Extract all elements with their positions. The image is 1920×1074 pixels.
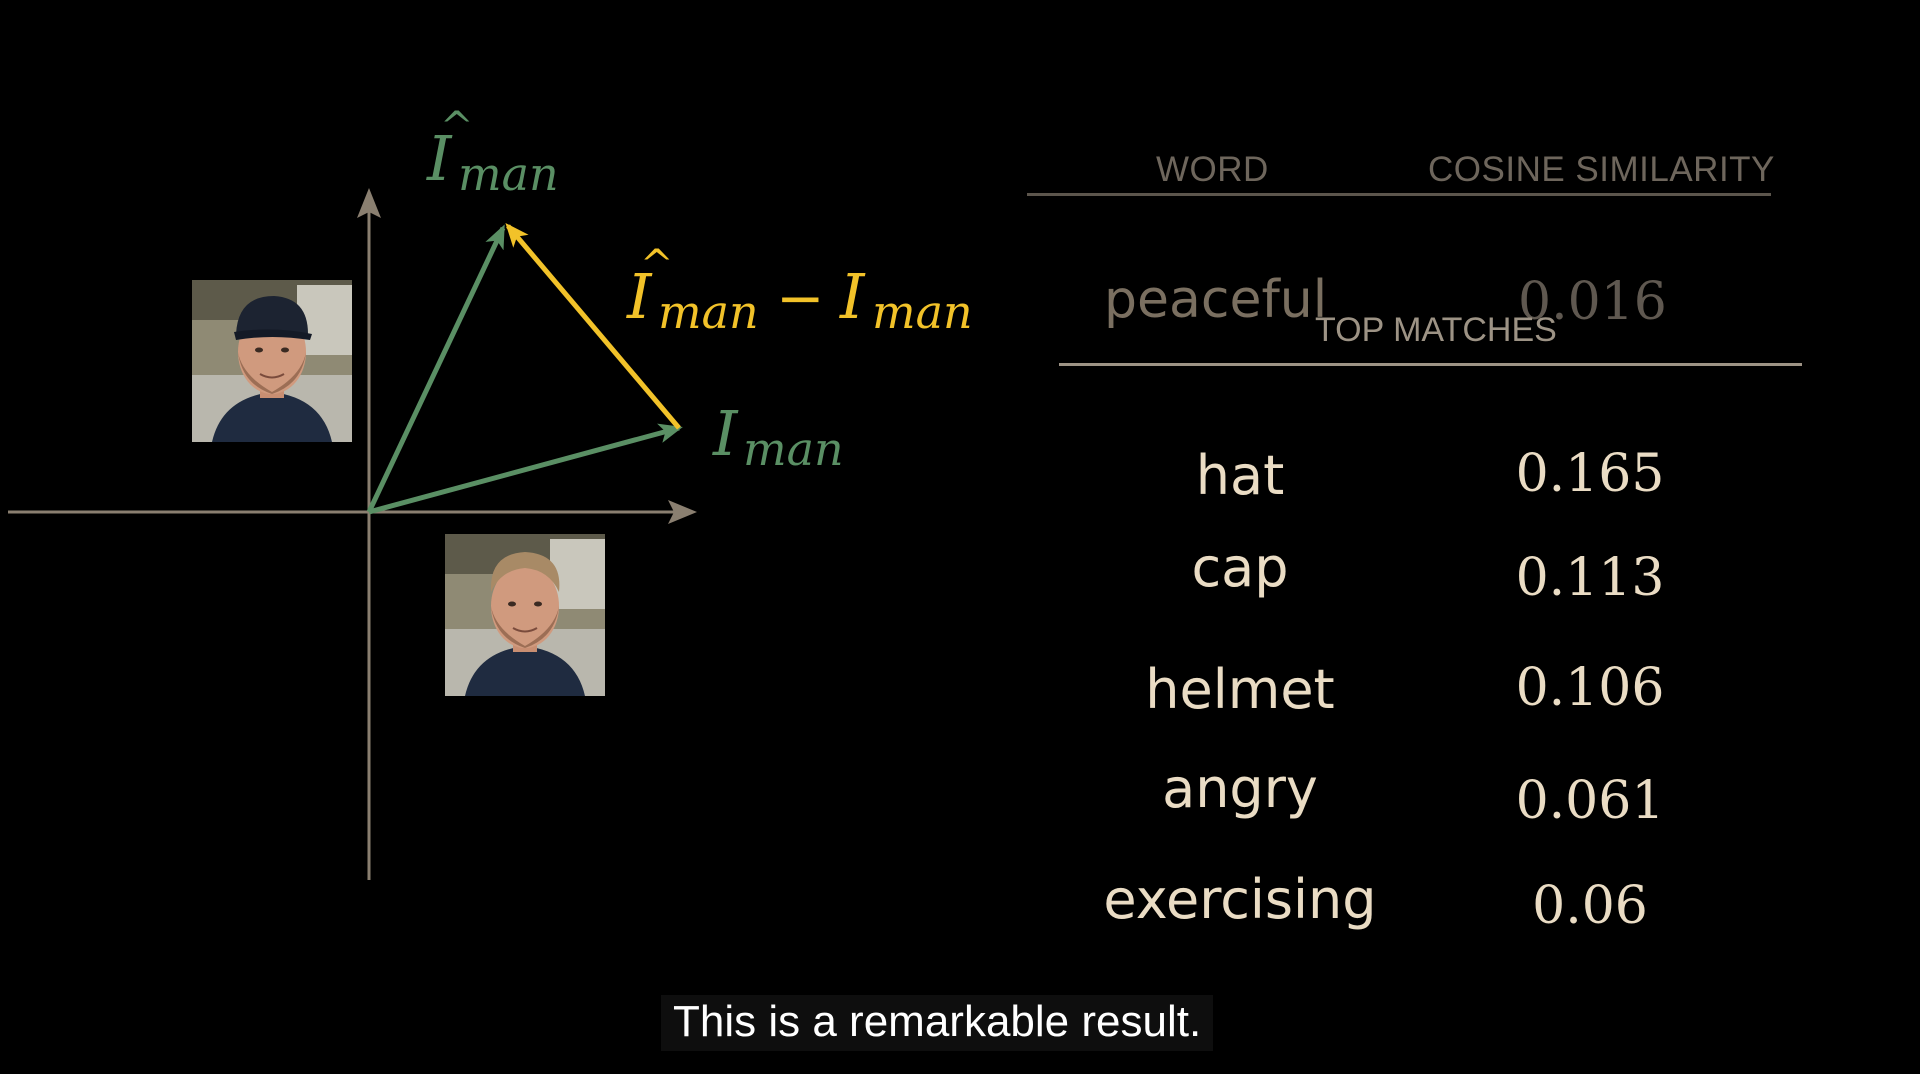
svg-text:man: man: [658, 285, 759, 339]
row-word: helmet: [1145, 658, 1335, 721]
header-cosine-similarity: COSINE SIMILARITY: [1428, 150, 1775, 189]
header-word: WORD: [1156, 150, 1269, 189]
svg-text:man: man: [872, 285, 973, 339]
ghost-header-rule: [1027, 193, 1771, 196]
svg-text:I: I: [839, 260, 866, 333]
top-matches-title: TOP MATCHES: [1315, 311, 1557, 349]
row-value: 0.106: [1515, 658, 1665, 718]
photo-man-without-cap: [445, 534, 605, 696]
svg-text:I: I: [626, 260, 653, 333]
row-word: angry: [1162, 757, 1318, 820]
row-word: exercising: [1103, 868, 1377, 931]
table-row: hat 0.165: [1080, 444, 1800, 524]
y-axis-arrow: [357, 188, 381, 218]
svg-text:man: man: [458, 147, 559, 201]
row-word: cap: [1191, 536, 1289, 599]
svg-text:I: I: [426, 122, 453, 195]
top-matches-rule: [1059, 363, 1802, 366]
x-axis-arrow: [668, 500, 697, 524]
i-man-label: I man: [712, 397, 844, 476]
i-hat-man-label: I ^ man: [426, 104, 559, 201]
table-row: angry 0.061: [1080, 757, 1800, 837]
photo-man-with-cap: [192, 280, 352, 442]
row-value: 0.06: [1532, 876, 1648, 936]
difference-label: I ^ man − I man: [626, 242, 973, 339]
svg-text:^: ^: [640, 242, 674, 288]
svg-text:I: I: [712, 397, 739, 470]
svg-text:^: ^: [440, 104, 474, 150]
svg-text:−: −: [776, 264, 825, 332]
row-value: 0.113: [1515, 548, 1665, 608]
subtitle-caption: This is a remarkable result.: [661, 995, 1214, 1051]
svg-text:man: man: [743, 422, 844, 476]
row-value: 0.061: [1515, 771, 1665, 831]
table-row: exercising 0.06: [1080, 868, 1800, 948]
row-word: hat: [1195, 444, 1285, 507]
ghost-word-peaceful: peaceful: [1104, 270, 1328, 330]
difference-vector: [505, 222, 681, 430]
row-value: 0.165: [1515, 444, 1665, 504]
table-row: helmet 0.106: [1080, 658, 1800, 738]
ghost-value: 0.016: [1518, 272, 1667, 332]
table-row: cap 0.113: [1080, 536, 1800, 622]
i-hat-vector: [366, 224, 506, 514]
i-vector: [368, 423, 683, 515]
